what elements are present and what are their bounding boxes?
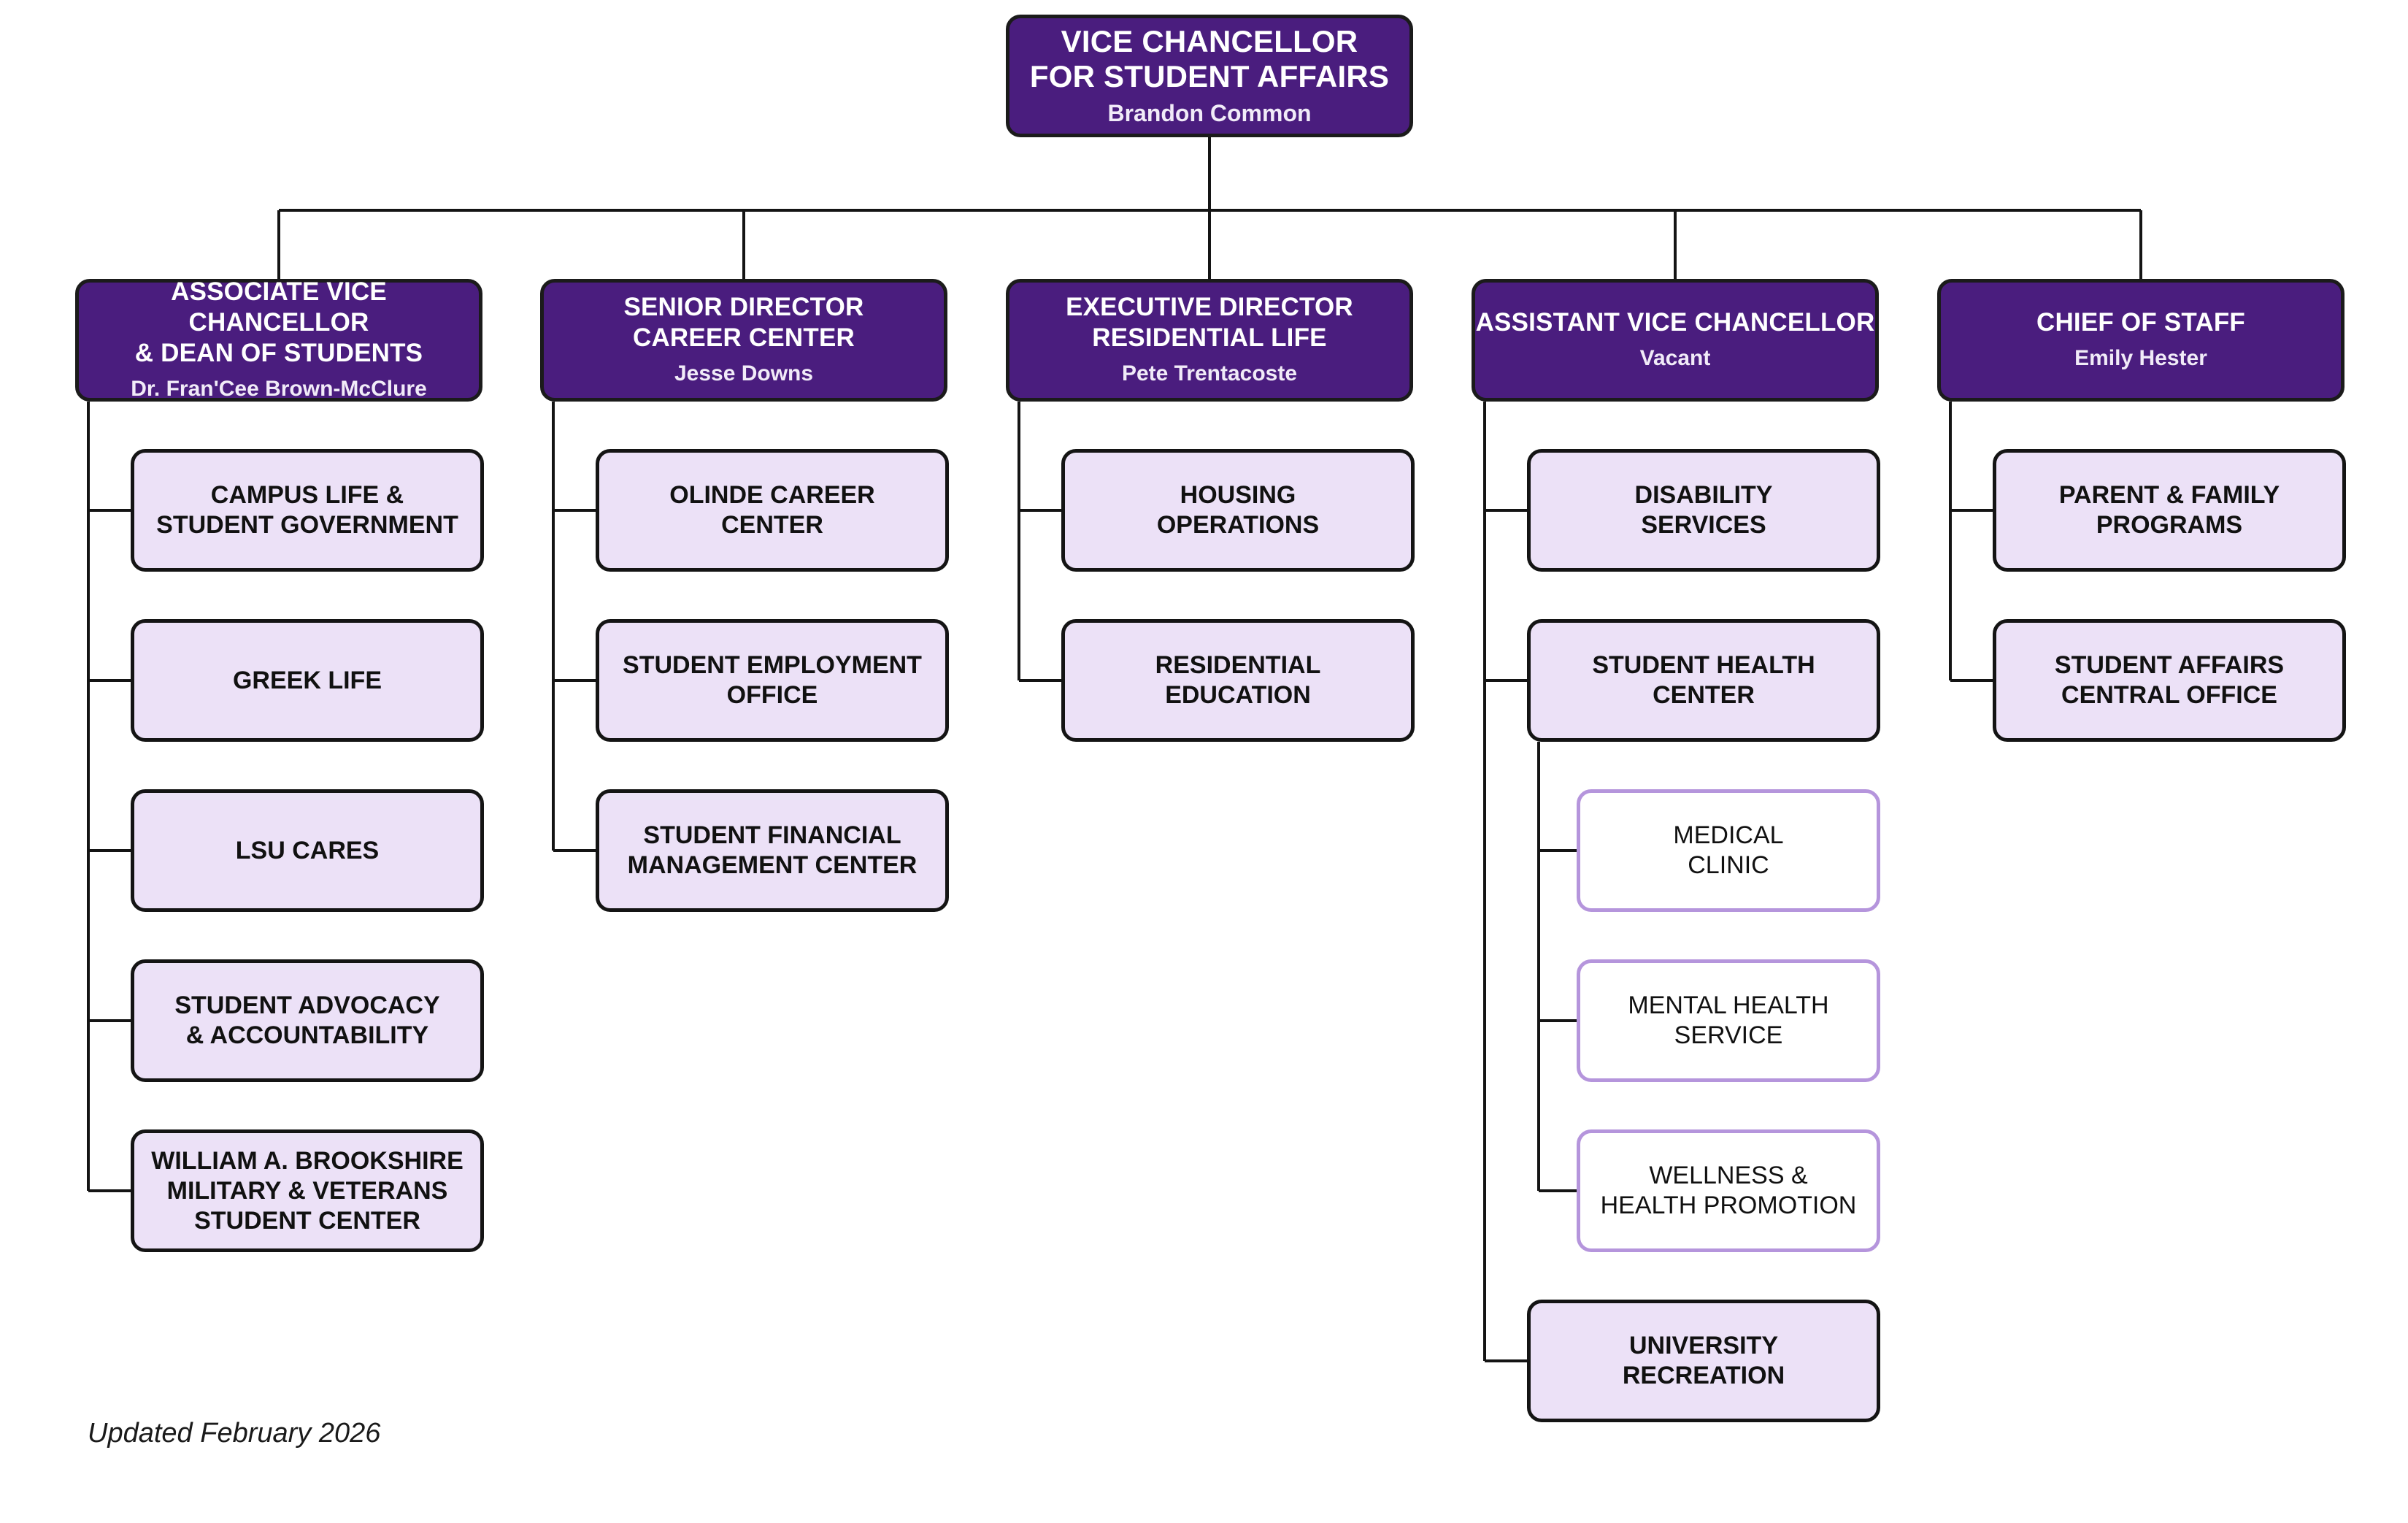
- column-head-1-title: SENIOR DIRECTOR CAREER CENTER: [623, 293, 864, 352]
- unit-0-3: STUDENT ADVOCACY & ACCOUNTABILITY: [131, 959, 484, 1082]
- unit-0-2: LSU CARES: [131, 789, 484, 912]
- column-head-3-name: Vacant: [1639, 346, 1711, 370]
- column-head-4-title: CHIEF OF STAFF: [2036, 308, 2245, 337]
- column-head-2-title: EXECUTIVE DIRECTOR RESIDENTIAL LIFE: [1066, 293, 1353, 352]
- column-head-1: SENIOR DIRECTOR CAREER CENTER Jesse Downs: [540, 279, 947, 402]
- unit-1-2: STUDENT FINANCIAL MANAGEMENT CENTER: [596, 789, 949, 912]
- column-head-2: EXECUTIVE DIRECTOR RESIDENTIAL LIFE Pete …: [1006, 279, 1413, 402]
- unit-3-0: DISABILITY SERVICES: [1527, 449, 1880, 572]
- unit-0-0: CAMPUS LIFE & STUDENT GOVERNMENT: [131, 449, 484, 572]
- unit-0-3-title: STUDENT ADVOCACY & ACCOUNTABILITY: [174, 991, 440, 1049]
- unit-0-4-title: WILLIAM A. BROOKSHIRE MILITARY & VETERAN…: [151, 1146, 463, 1235]
- unit-0-0-title: CAMPUS LIFE & STUDENT GOVERNMENT: [156, 481, 458, 539]
- unit-0-1: GREEK LIFE: [131, 619, 484, 742]
- column-head-0-title: ASSOCIATE VICE CHANCELLOR & DEAN OF STUD…: [134, 277, 423, 367]
- column-head-4-name: Emily Hester: [2074, 346, 2207, 370]
- unit-2-0: HOUSING OPERATIONS: [1061, 449, 1415, 572]
- column-head-3-title: ASSISTANT VICE CHANCELLOR: [1475, 308, 1875, 337]
- unit-4-1: STUDENT AFFAIRS CENTRAL OFFICE: [1993, 619, 2346, 742]
- unit-1-0: OLINDE CAREER CENTER: [596, 449, 949, 572]
- vice-chancellor-box-name: Brandon Common: [1107, 100, 1312, 126]
- vice-chancellor-box: VICE CHANCELLOR FOR STUDENT AFFAIRS Brand…: [1006, 15, 1413, 137]
- unit-3-1: STUDENT HEALTH CENTER: [1527, 619, 1880, 742]
- unit-4-0-title: PARENT & FAMILY PROGRAMS: [2058, 481, 2280, 539]
- unit-4-1-title: STUDENT AFFAIRS CENTRAL OFFICE: [2054, 651, 2285, 709]
- unit-0-4: WILLIAM A. BROOKSHIRE MILITARY & VETERAN…: [131, 1129, 484, 1252]
- unit-1-1: STUDENT EMPLOYMENT OFFICE: [596, 619, 949, 742]
- unit-3-1-title: STUDENT HEALTH CENTER: [1592, 651, 1815, 709]
- unit-2-0-title: HOUSING OPERATIONS: [1156, 481, 1320, 539]
- unit-3-2: UNIVERSITY RECREATION: [1527, 1300, 1880, 1422]
- unit-1-2-title: STUDENT FINANCIAL MANAGEMENT CENTER: [627, 821, 918, 879]
- subunit-3-1-0: MEDICAL CLINIC: [1577, 789, 1880, 912]
- unit-0-1-title: GREEK LIFE: [232, 666, 382, 694]
- column-head-3: ASSISTANT VICE CHANCELLOR Vacant: [1472, 279, 1879, 402]
- subunit-3-1-2: WELLNESS & HEALTH PROMOTION: [1577, 1129, 1880, 1252]
- vice-chancellor-box-title: VICE CHANCELLOR FOR STUDENT AFFAIRS: [1029, 24, 1390, 93]
- unit-2-1-title: RESIDENTIAL EDUCATION: [1155, 651, 1321, 709]
- subunit-3-1-0-title: MEDICAL CLINIC: [1673, 821, 1784, 879]
- column-head-0-name: Dr. Fran'Cee Brown-McClure: [131, 377, 427, 401]
- column-head-4: CHIEF OF STAFF Emily Hester: [1937, 279, 2344, 402]
- subunit-3-1-1: MENTAL HEALTH SERVICE: [1577, 959, 1880, 1082]
- column-head-1-name: Jesse Downs: [674, 361, 814, 385]
- unit-4-0: PARENT & FAMILY PROGRAMS: [1993, 449, 2346, 572]
- unit-3-2-title: UNIVERSITY RECREATION: [1622, 1332, 1785, 1389]
- unit-1-1-title: STUDENT EMPLOYMENT OFFICE: [623, 651, 922, 709]
- unit-0-2-title: LSU CARES: [235, 836, 380, 864]
- subunit-3-1-2-title: WELLNESS & HEALTH PROMOTION: [1600, 1162, 1857, 1219]
- subunit-3-1-1-title: MENTAL HEALTH SERVICE: [1628, 991, 1829, 1049]
- unit-3-0-title: DISABILITY SERVICES: [1634, 481, 1773, 539]
- updated-note: Updated February 2026: [88, 1418, 381, 1449]
- unit-2-1: RESIDENTIAL EDUCATION: [1061, 619, 1415, 742]
- column-head-0: ASSOCIATE VICE CHANCELLOR & DEAN OF STUD…: [75, 277, 482, 402]
- unit-1-0-title: OLINDE CAREER CENTER: [669, 481, 875, 539]
- column-head-2-name: Pete Trentacoste: [1121, 361, 1298, 385]
